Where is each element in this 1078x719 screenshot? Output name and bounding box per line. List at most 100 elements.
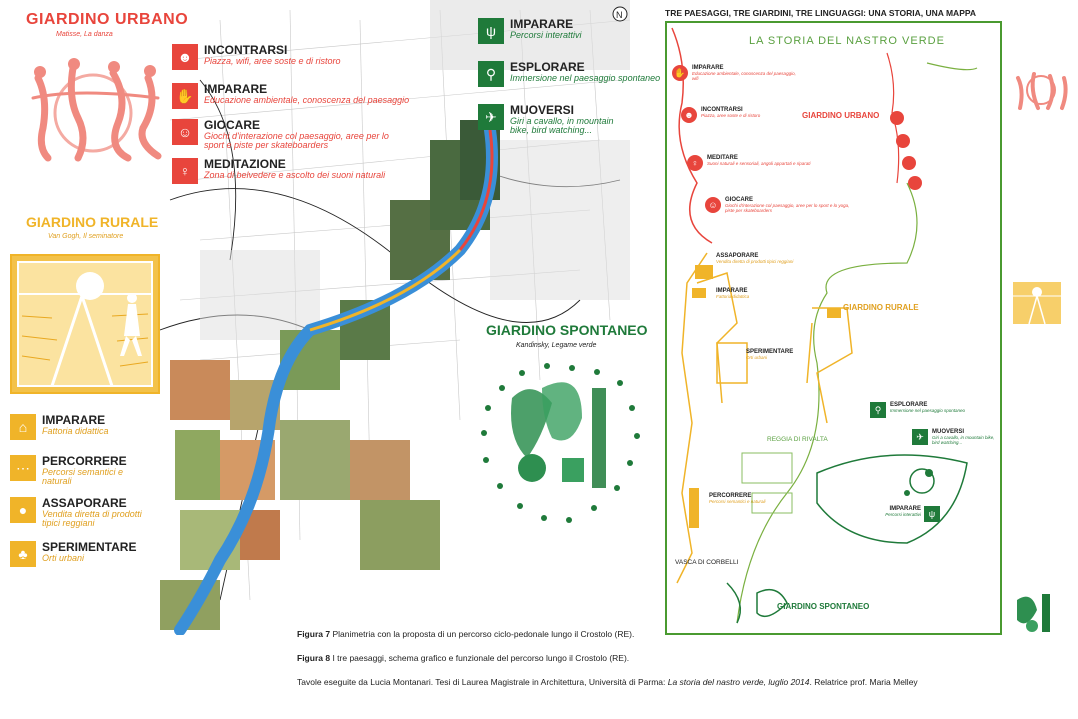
schema-urban-giocare-desc: Giochi d'interazione col paesaggio, aree… [725,202,850,213]
gardener-icon: ♣ [10,541,36,567]
caption-figura-7-label: Figura 7 [297,629,331,639]
legend-urban-meditazione-desc: Zona di belvedere e ascolto dei suoni na… [204,169,386,180]
legend-urban-meditazione-title: MEDITAZIONE [204,157,286,171]
dots-path-icon: ⋯ [10,455,36,481]
legend-urban-incontrarsi-title: INCONTRARSI [204,43,288,57]
caption-credits-title: La storia del nastro verde, luglio 2014 [667,677,810,687]
legend-rural-percorrere-title: PERCORRERE [42,454,127,468]
giardino-spontaneo-title: GIARDINO SPONTANEO [486,322,648,338]
schema-green-muoversi-title: MUOVERSI [932,429,965,435]
schema-green-imparare-desc: Percorsi interattivi [885,511,921,517]
legend-urban-imparare-title: IMPARARE [204,82,268,96]
legend-urban-giocare-title: GIOCARE [204,118,261,132]
kandinsky-thumbnail [1017,594,1050,632]
schema-rural-assaporare-title: ASSAPORARE [716,253,759,259]
schema-urban-giocare-title: GIOCARE [725,197,754,203]
play-icon: ☺ [172,119,198,145]
schema-label-corbelli: VASCA DI CORBELLI [675,559,739,566]
schema-green-esplorare-desc: Immersione nel paesaggio spontaneo [890,407,966,413]
legend-rural-sperimentare-desc: Orti urbani [42,552,85,563]
meditation-icon: ♀ [687,155,703,171]
magnifier-icon: ⚲ [870,402,886,418]
nastro-verde-title: LA STORIA DEL NASTRO VERDE [749,35,945,47]
right-panel-header: TRE PAESAGGI, TRE GIARDINI, TRE LINGUAGG… [665,8,977,18]
caption-figura-7-text: Planimetria con la proposta di un percor… [332,629,635,639]
schema-rural-sperimentare-title: SPERIMENTARE [746,349,794,355]
people-icon: ☻ [172,44,198,70]
caption-figura-7: Figura 7 Planimetria con la proposta di … [297,629,634,639]
schema-label-urbano: GIARDINO URBANO [802,111,880,120]
produce-icon: ● [10,497,36,523]
schema-rural-percorrere-desc: Percorsi semantici e naturali [709,498,766,504]
farm-icon: ⌂ [10,414,36,440]
giardino-spontaneo-subtitle: Kandinsky, Legame verde [516,342,597,349]
grass-icon: ψ [478,18,504,44]
caption-figura-8-label: Figura 8 [297,653,331,663]
caption-figura-8-text: I tre paesaggi, schema grafico e funzion… [332,653,630,663]
legend-rural-assaporare-title: ASSAPORARE [42,496,127,510]
matisse-dance-illustration [31,58,162,162]
legend-rural-percorrere-desc: Percorsi semantici e naturali [42,466,124,487]
people-icon: ☻ [681,107,697,123]
grass-icon: ψ [924,506,940,522]
legend-rural-imparare-title: IMPARARE [42,413,106,427]
schema-urban-incontrarsi-desc: Piazza, aree soste e di ristoro [701,112,761,118]
legend-green-muoversi-title: MUOVERSI [510,103,575,117]
meditation-icon: ♀ [172,158,198,184]
schema-rural-assaporare-desc: Vendita diretta di prodotti tipici reggi… [716,258,794,264]
runner-icon: ✈ [912,429,928,445]
play-icon: ☺ [705,197,721,213]
magnifier-icon: ⚲ [478,61,504,87]
schema-urban-imparare-title: IMPARARE [692,65,724,71]
caption-credits: Tavole eseguite da Lucia Montanari. Tesi… [297,677,918,687]
caption-figura-8: Figura 8 I tre paesaggi, schema grafico … [297,653,629,663]
giardino-urbano-subtitle: Matisse, La danza [56,31,113,38]
schema-label-rivalta: REGGIA DI RIVALTA [767,436,828,443]
schema-rural-percorrere-title: PERCORRERE [709,493,752,499]
van-gogh-thumbnail [1013,282,1061,325]
legend-rural-sperimentare-title: SPERIMENTARE [42,540,137,554]
legend-urban-giocare-desc: Giochi d'interazione col paesaggio, aree… [204,130,389,151]
schema-green-esplorare-title: ESPLORARE [890,402,928,408]
legend-green-imparare-title: IMPARARE [510,17,574,31]
nastro-verde-map-box: LA STORIA DEL NASTRO VERDE [665,21,1002,635]
legend-rural-imparare-desc: Fattoria didattica [42,425,109,436]
legend-green-imparare-desc: Percorsi interattivi [510,29,582,40]
giardino-rurale-subtitle: Van Gogh, Il seminatore [48,233,124,240]
legend-green-esplorare-title: ESPLORARE [510,60,585,74]
hands-icon: ✋ [672,65,688,81]
crostolo-plan-map: N [160,0,631,635]
schema-label-spontaneo: GIARDINO SPONTANEO [777,602,870,611]
schema-urban-meditare-title: MEDITARE [707,155,738,161]
schema-urban-incontrarsi-title: INCONTRARSI [701,107,743,113]
legend-urban-incontrarsi-desc: Piazza, wifi, aree soste e di ristoro [204,55,341,66]
legend-urban-imparare-desc: Educazione ambientale, conoscenza del pa… [204,94,410,105]
hands-icon: ✋ [172,83,198,109]
giardino-urbano-title: GIARDINO URBANO [26,11,189,28]
legend-green-esplorare-desc: Immersione nel paesaggio spontaneo [510,72,661,83]
schema-green-muoversi-desc: Giri a cavallo, in mountain bike, bird w… [932,434,995,445]
legend-green-muoversi-desc: Giri a cavallo, in mountain bike, bird w… [510,115,614,136]
schema-green-imparare-title: IMPARARE [889,506,921,512]
schema-urban-imparare-desc: Educazione ambientale, conoscenza del pa… [692,70,796,81]
schema-label-rurale: GIARDINO RURALE [843,303,919,312]
